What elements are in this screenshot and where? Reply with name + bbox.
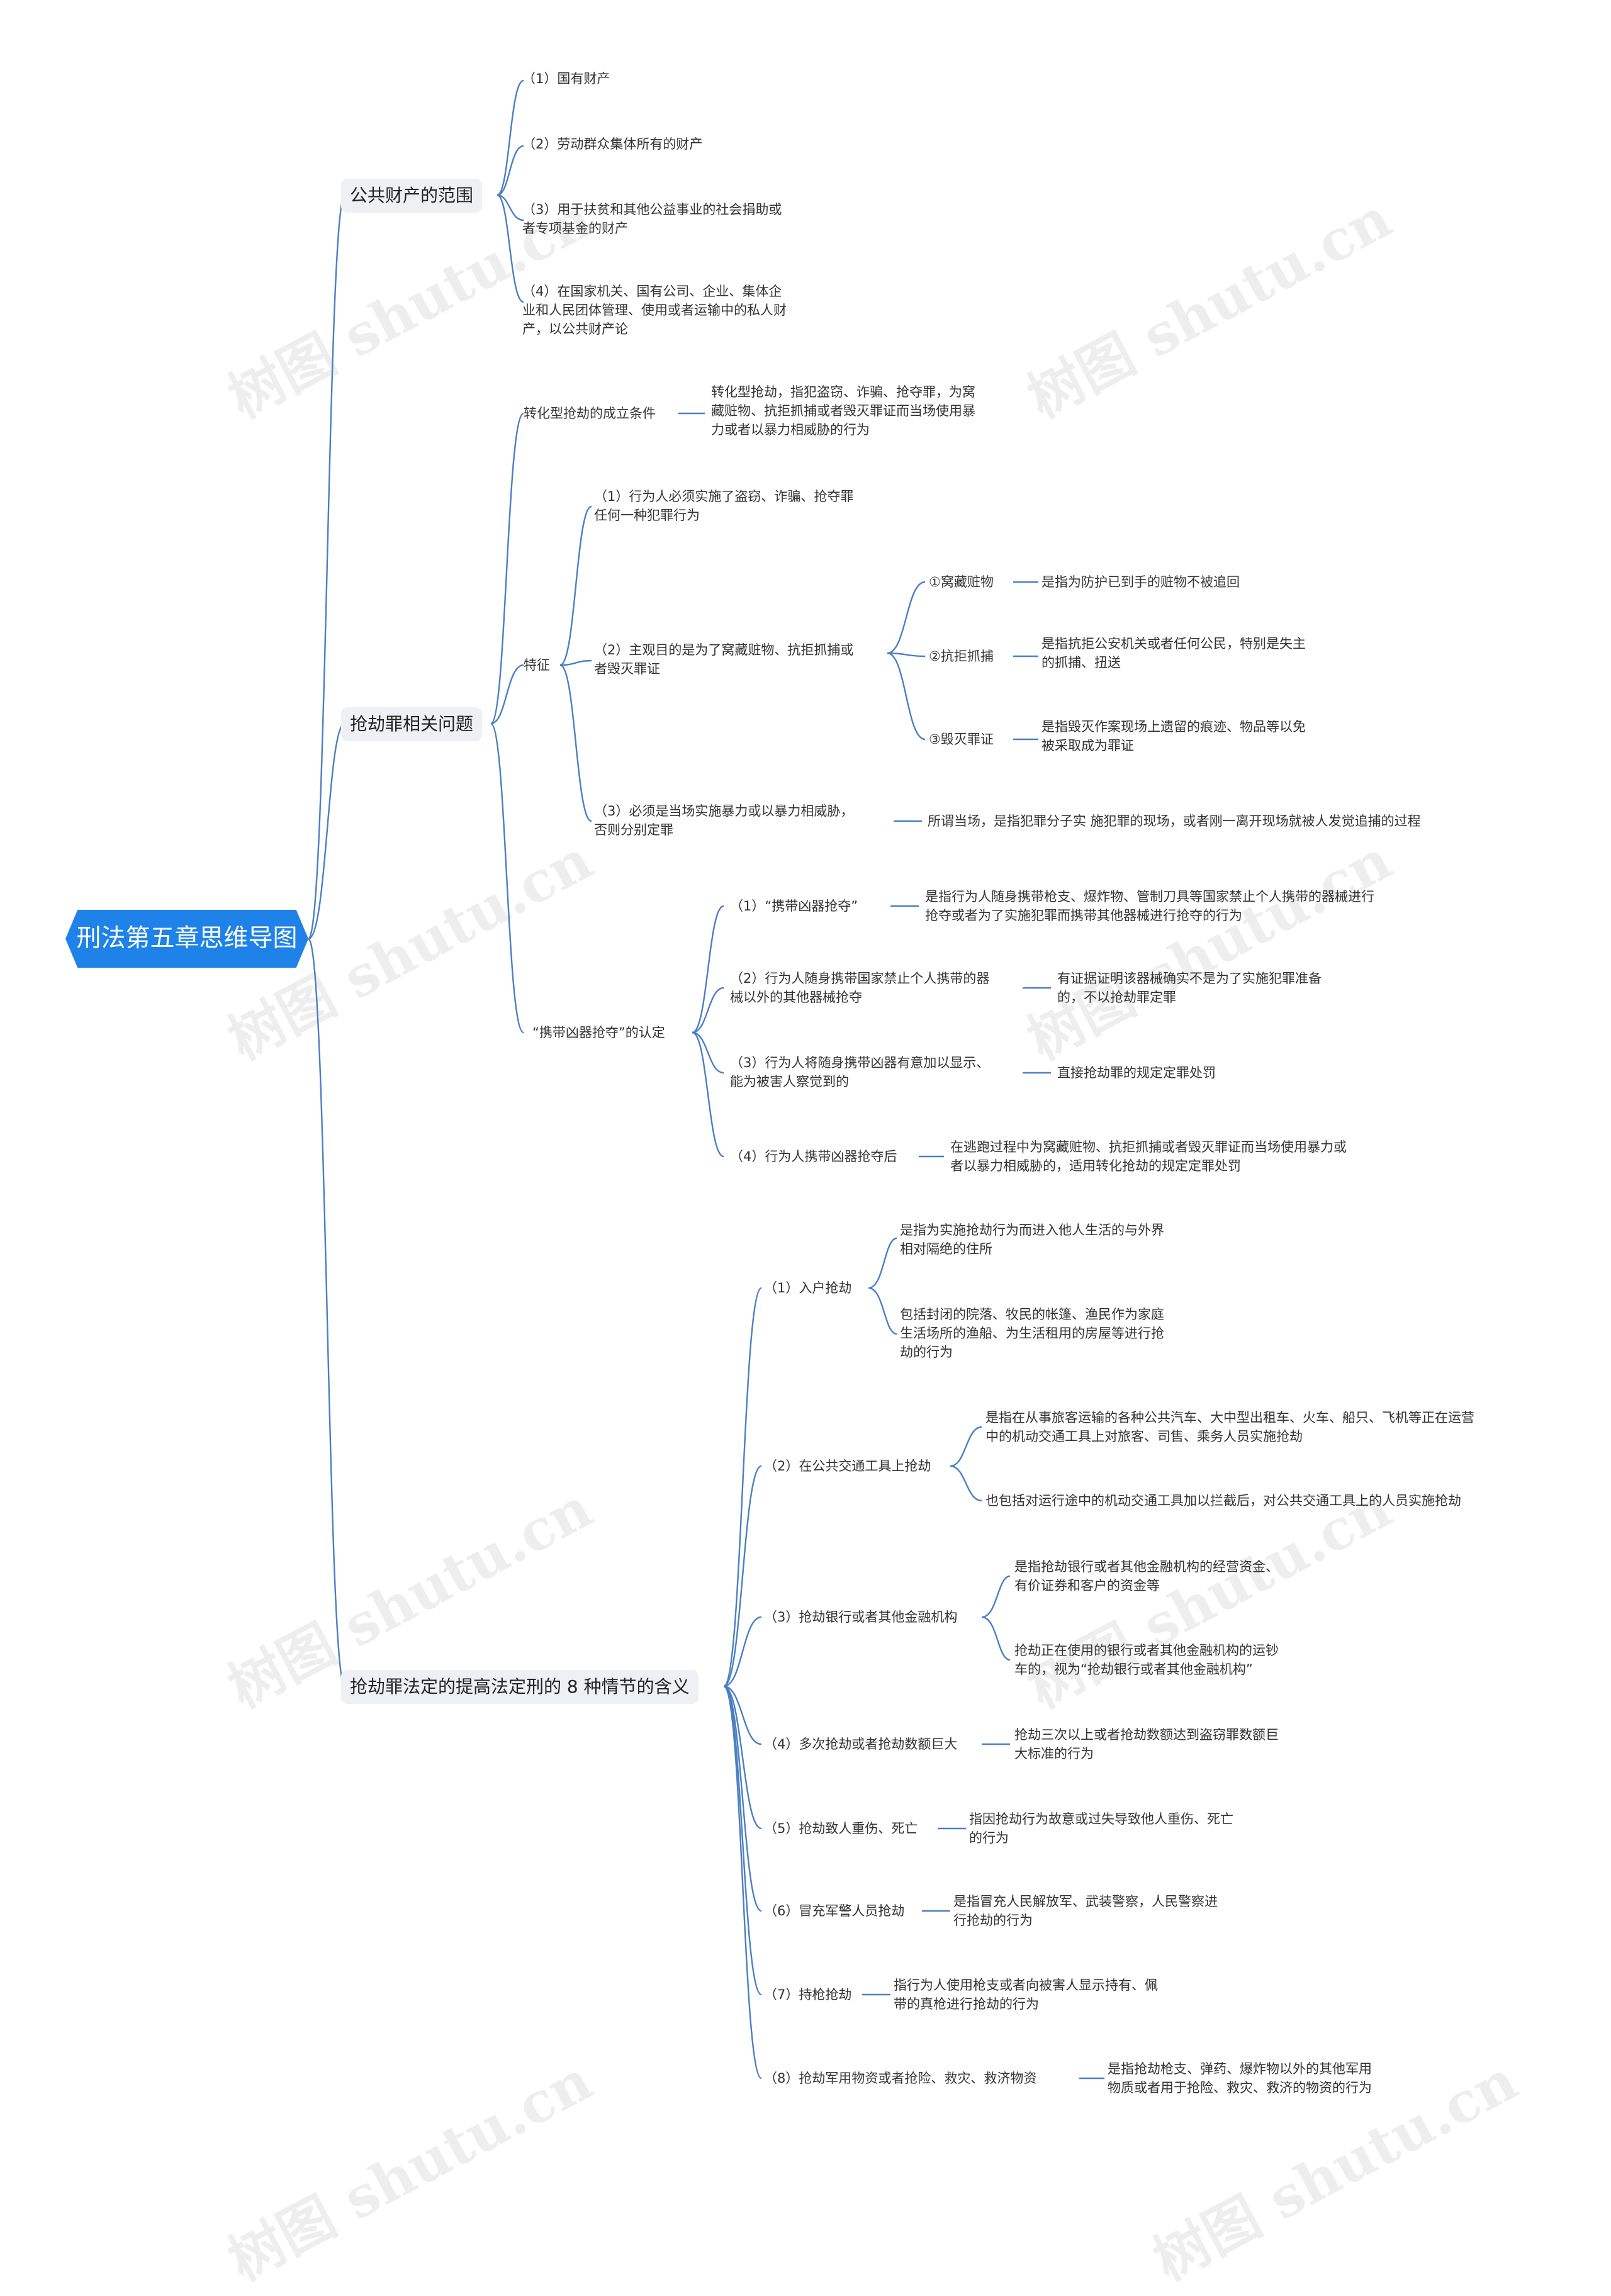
weapon-item-desc[interactable]: 有证据证明该器械确实不是为了实施犯罪准备 的，不以抢劫罪定罪	[1057, 971, 1322, 1005]
root-node[interactable]: 刑法第五章思维导图	[65, 910, 308, 968]
branch-aggravating-circumstances[interactable]: 抢劫罪法定的提高法定刑的 8 种情节的含义	[341, 1670, 699, 1704]
circumstance-label[interactable]: （2）在公共交通工具上抢劫	[764, 1459, 931, 1474]
public-property-item[interactable]: （2）劳动群众集体所有的财产	[522, 137, 703, 152]
f2-subitem-desc[interactable]: 是指抗拒公安机关或者任何公民，特别是失主 的抓捕、扭送	[1041, 636, 1306, 670]
f2-subitem-desc[interactable]: 是指毁灭作案现场上遗留的痕迹、物品等以免 被采取成为罪证	[1041, 719, 1306, 753]
feature-item[interactable]: （2）主观目的是为了窝藏赃物、抗拒抓捕或 者毁灭罪证	[594, 642, 854, 676]
circumstance-label[interactable]: （5）抢劫致人重伤、死亡	[764, 1821, 918, 1836]
connector-lines	[307, 79, 1104, 2080]
conversion-robbery-label[interactable]: 转化型抢劫的成立条件	[524, 406, 656, 421]
circumstance-desc[interactable]: 包括封闭的院落、牧民的帐篷、渔民作为家庭 生活场所的渔船、为生活租用的房屋等进行…	[900, 1307, 1164, 1360]
f3-desc[interactable]: 所谓当场，是指犯罪分子实 施犯罪的现场，或者刚一离开现场就被人发觉追捕的过程	[928, 814, 1421, 829]
f2-subitem-label[interactable]: ③毁灭罪证	[929, 732, 994, 747]
circumstance-label[interactable]: （4）多次抢劫或者抢劫数额巨大	[764, 1737, 958, 1752]
circumstance-desc[interactable]: 抢劫三次以上或者抢劫数额达到盗窃罪数额巨 大标准的行为	[1014, 1727, 1279, 1761]
circumstance-label[interactable]: （6）冒充军警人员抢劫	[764, 1903, 905, 1918]
weapon-item-desc[interactable]: 在逃跑过程中为窝藏赃物、抗拒抓捕或者毁灭罪证而当场使用暴力或 者以暴力相威胁的，…	[950, 1140, 1347, 1173]
f2-subitem-label[interactable]: ①窝藏赃物	[929, 574, 994, 590]
f2-subitem-desc[interactable]: 是指为防护已到手的赃物不被追回	[1041, 574, 1240, 590]
conversion-robbery-desc[interactable]: 转化型抢劫，指犯盗窃、诈骗、抢夺罪，为窝 藏赃物、抗拒抓捕或者毁灭罪证而当场使用…	[711, 384, 975, 437]
branch-robbery-issues[interactable]: 抢劫罪相关问题	[341, 707, 483, 741]
f2-subitem-label[interactable]: ②抗拒抓捕	[929, 649, 994, 664]
feature-item[interactable]: （3）必须是当场实施暴力或以暴力相威胁， 否则分别定罪	[594, 804, 854, 837]
weapon-item-desc[interactable]: 直接抢劫罪的规定定罪处罚	[1057, 1065, 1216, 1080]
weapon-item-label[interactable]: （3）行为人将随身携带凶器有意加以显示、 能为被害人察觉到的	[730, 1055, 990, 1089]
circumstance-label[interactable]: （1）入户抢劫	[764, 1280, 852, 1296]
feature-label[interactable]: 特征	[524, 658, 550, 673]
circumstance-desc[interactable]: 是指抢劫银行或者其他金融机构的经营资金、 有价证券和客户的资金等	[1014, 1559, 1279, 1593]
circumstance-label[interactable]: （8）抢劫军用物资或者抢险、救灾、救济物资	[764, 2071, 1037, 2086]
public-property-item[interactable]: （4）在国家机关、国有公司、企业、集体企 业和人民团体管理、使用或者运输中的私人…	[522, 284, 787, 337]
circumstance-desc[interactable]: 是指在从事旅客运输的各种公共汽车、大中型出租车、火车、船只、飞机等正在运营 中的…	[985, 1410, 1474, 1444]
branch-public-property[interactable]: 公共财产的范围	[341, 179, 483, 213]
circumstance-desc[interactable]: 抢劫正在使用的银行或者其他金融机构的运钞 车的，视为“抢劫银行或者其他金融机构”	[1014, 1643, 1279, 1677]
circumstance-desc[interactable]: 是指冒充人民解放军、武装警察，人民警察进 行抢劫的行为	[953, 1894, 1218, 1928]
weapon-item-label[interactable]: （4）行为人携带凶器抢夺后	[730, 1149, 897, 1164]
circumstance-desc[interactable]: 是指抢劫枪支、弹药、爆炸物以外的其他军用 物质或者用于抢险、救灾、救济的物资的行…	[1108, 2061, 1372, 2095]
public-property-item[interactable]: （3）用于扶贫和其他公益事业的社会捐助或 者专项基金的财产	[522, 202, 782, 236]
weapon-item-desc[interactable]: 是指行为人随身携带枪支、爆炸物、管制刀具等国家禁止个人携带的器械进行 抢夺或者为…	[925, 889, 1374, 923]
feature-item[interactable]: （1）行为人必须实施了盗窃、诈骗、抢夺罪 任何一种犯罪行为	[594, 489, 854, 523]
weapon-robbery-label[interactable]: “携带凶器抢夺”的认定	[532, 1025, 665, 1040]
circumstance-desc[interactable]: 也包括对运行途中的机动交通工具加以拦截后，对公共交通工具上的人员实施抢劫	[985, 1493, 1461, 1508]
circumstance-desc[interactable]: 指行为人使用枪支或者向被害人显示持有、佩 带的真枪进行抢劫的行为	[894, 1978, 1158, 2012]
circumstance-desc[interactable]: 是指为实施抢劫行为而进入他人生活的与外界 相对隔绝的住所	[900, 1223, 1164, 1257]
weapon-item-label[interactable]: （1）“携带凶器抢夺”	[730, 899, 858, 914]
circumstance-desc[interactable]: 指因抢劫行为故意或过失导致他人重伤、死亡 的行为	[969, 1812, 1233, 1845]
public-property-item[interactable]: （1）国有财产	[522, 71, 610, 86]
weapon-item-label[interactable]: （2）行为人随身携带国家禁止个人携带的器 械以外的其他器械抢夺	[730, 971, 990, 1005]
circumstance-label[interactable]: （7）持枪抢劫	[764, 1987, 852, 2002]
mind-map-canvas: 树图 shutu.cn 树图 shutu.cn 树图 shutu.cn 树图 s…	[65, 71, 1527, 2293]
circumstance-label[interactable]: （3）抢劫银行或者其他金融机构	[764, 1610, 958, 1625]
